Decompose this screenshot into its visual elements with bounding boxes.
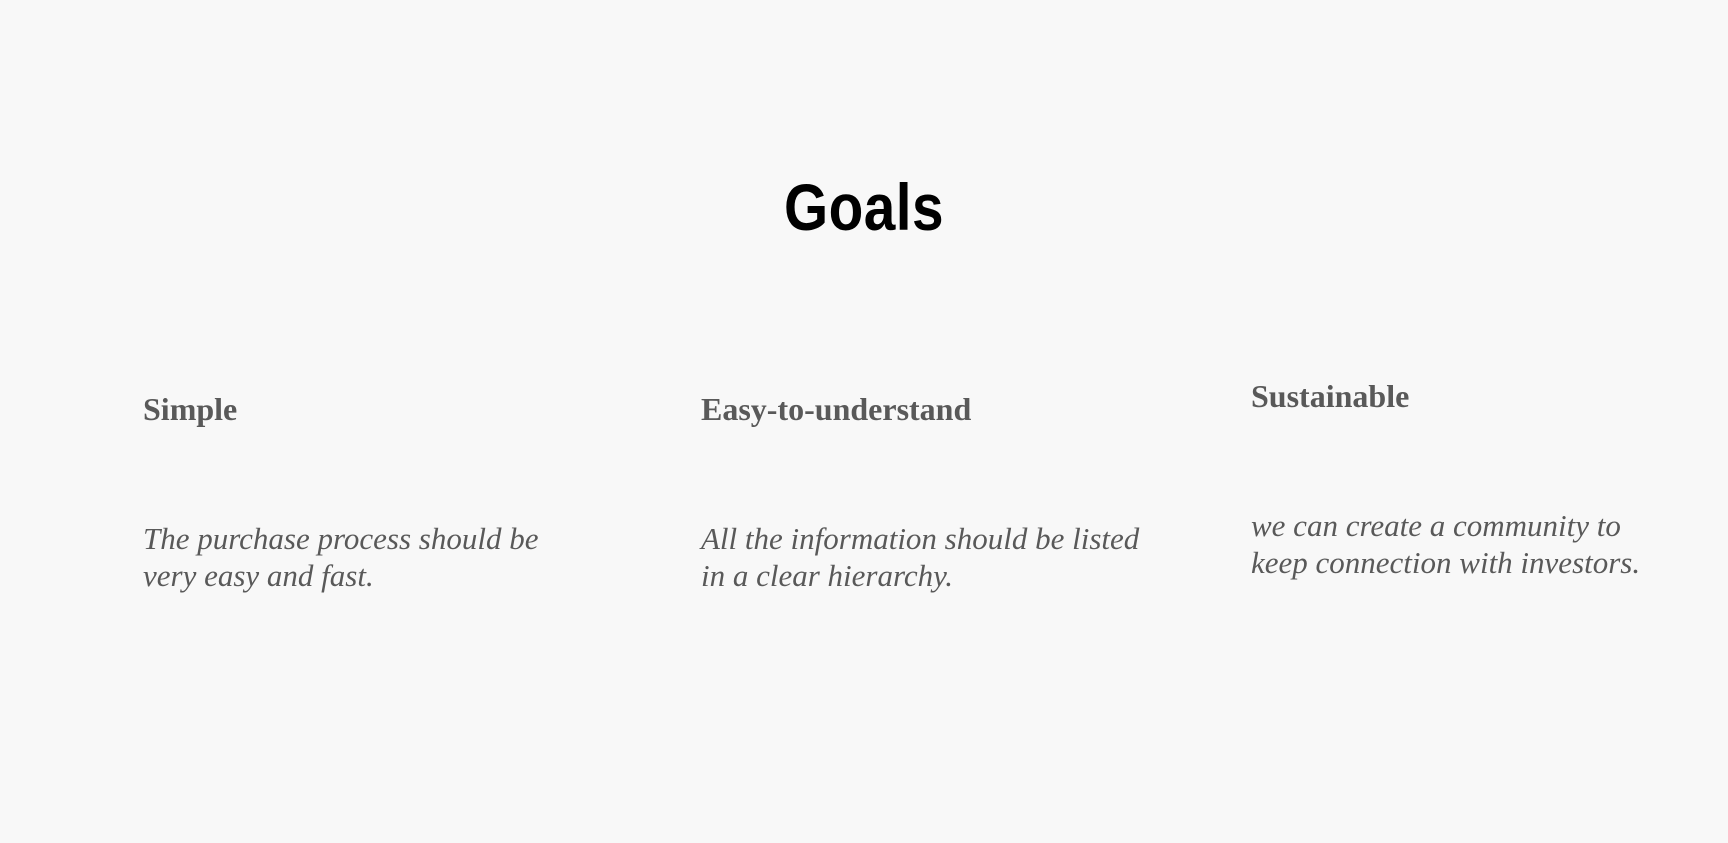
goal-description: we can create a community to keep connec…: [1251, 508, 1641, 580]
goal-card-simple: Simple The purchase process should be ve…: [143, 390, 583, 593]
page-title: Goals: [784, 170, 944, 244]
goal-description: The purchase process should be very easy…: [143, 521, 539, 593]
goal-heading: Simple: [143, 391, 238, 427]
goal-heading: Easy-to-understand: [701, 391, 972, 427]
goal-card-sustainable: Sustainable we can create a community to…: [1251, 377, 1671, 580]
goal-description: All the information should be listed in …: [701, 521, 1140, 593]
goal-card-easy-to-understand: Easy-to-understand All the information s…: [701, 390, 1141, 593]
goal-heading: Sustainable: [1251, 378, 1410, 414]
